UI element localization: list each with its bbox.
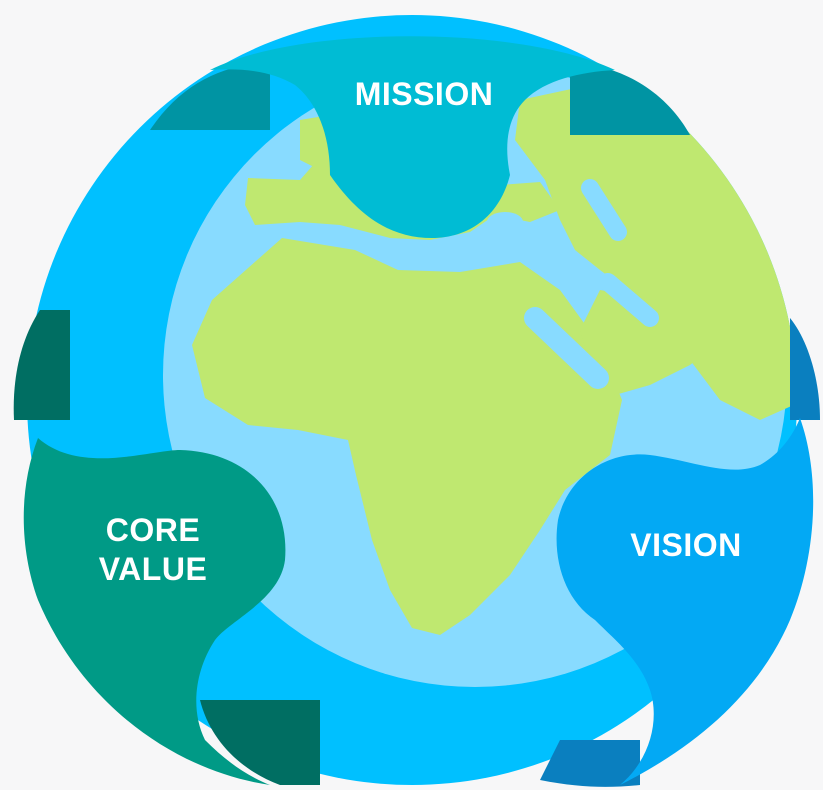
core-value-shade-bottom: [200, 700, 320, 785]
sea-west: [487, 212, 523, 232]
vision-label: VISION: [630, 527, 741, 563]
core-value-label-line2: VALUE: [99, 551, 208, 587]
persian-gulf: [599, 273, 659, 327]
segment-mission[interactable]: MISSION: [150, 36, 690, 238]
vision-shape: [556, 418, 814, 785]
mission-shape: [210, 36, 615, 238]
caspian: [581, 179, 627, 241]
land-africa: [192, 238, 622, 635]
mission-shade-right: [570, 62, 690, 135]
vision-shade-top: [790, 318, 820, 420]
core-value-label-line1: CORE: [106, 512, 200, 548]
mission-label: MISSION: [355, 76, 494, 112]
vision-shade-bottom: [540, 740, 640, 787]
land-arabia: [580, 290, 715, 395]
mission-shade-left: [150, 62, 270, 130]
segment-core-value[interactable]: CORE VALUE: [13, 310, 320, 785]
water-channels: [524, 179, 659, 389]
land-masses: [192, 85, 797, 635]
segment-vision[interactable]: VISION: [540, 318, 820, 787]
land-asia: [515, 85, 797, 420]
core-value-shape: [23, 438, 286, 785]
core-value-shade-top: [13, 310, 70, 420]
red-sea: [524, 307, 609, 389]
